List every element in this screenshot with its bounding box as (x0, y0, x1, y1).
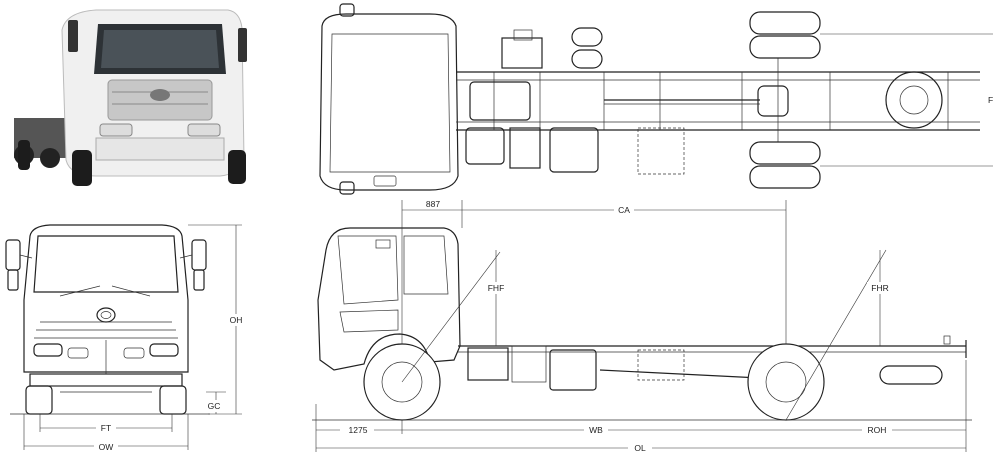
dim-label-gc: GC (208, 401, 221, 411)
ud-logo-icon (100, 311, 112, 319)
dim-label-fhf: FHF (488, 283, 505, 293)
dim-label-ft: FT (101, 423, 111, 433)
dim-label-887: 887 (426, 199, 440, 209)
top-view: F (319, 3, 993, 195)
dim-label-wb: WB (589, 425, 603, 435)
front-view: OH GC FT OW (5, 224, 244, 452)
dim-label-top-edge: F (988, 95, 993, 105)
dim-label-1275: 1275 (349, 425, 368, 435)
dim-label-ol: OL (634, 443, 646, 452)
dim-label-ow: OW (99, 442, 114, 452)
side-view: 887 CA FHF FHR 1275 WB ROH OL (312, 198, 972, 452)
truck-photo (14, 9, 247, 186)
dim-label-fhr: FHR (871, 283, 888, 293)
dim-label-roh: ROH (868, 425, 887, 435)
dim-label-ca: CA (618, 205, 630, 215)
dim-label-oh: OH (230, 315, 243, 325)
